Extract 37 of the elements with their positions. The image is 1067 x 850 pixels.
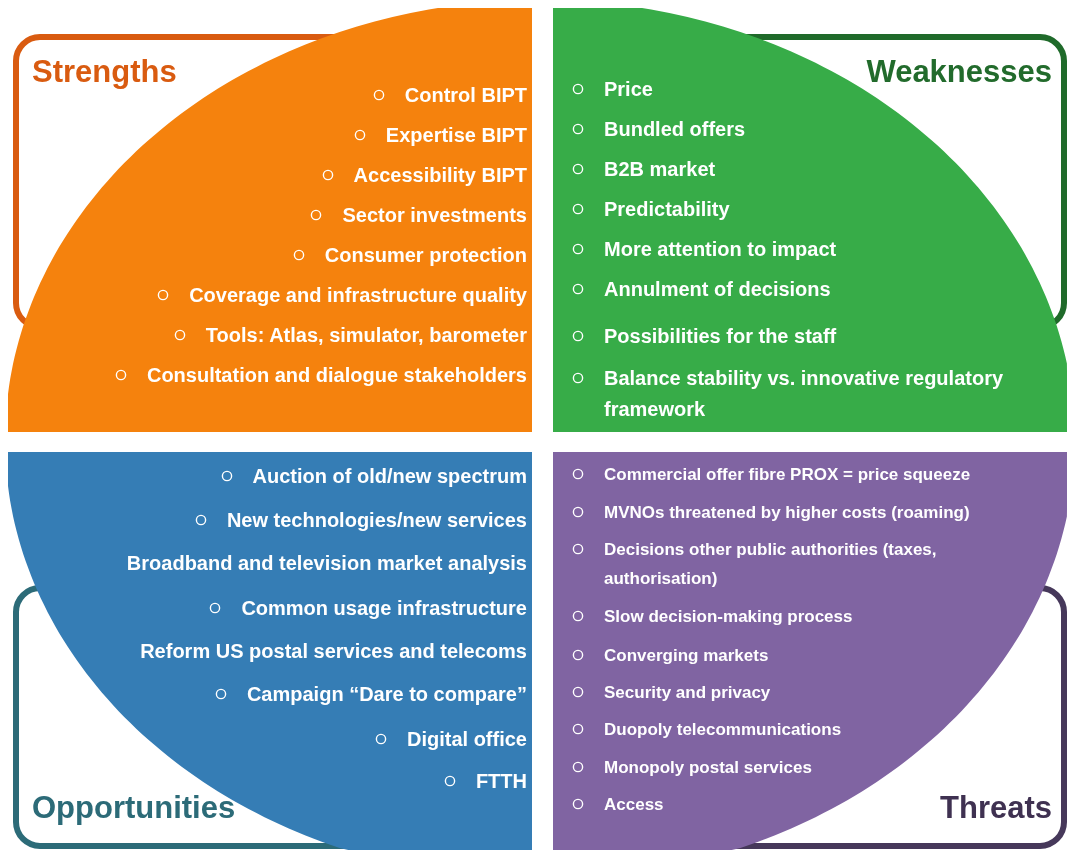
list-item: Consultation and dialogue stakeholders [146, 363, 527, 388]
list-item: Sector investments [342, 203, 527, 228]
list-item: Access [604, 793, 664, 816]
list-item: Balance stability vs. innovative regulatory framework [604, 365, 1005, 422]
list-item: Coverage and infrastructure quality [189, 283, 527, 308]
list-item: Reform US postal services and telecoms [140, 639, 527, 664]
list-item: Decisions other public authorities (taxes, authorisation) [604, 538, 938, 590]
list-item: Broadband and television market analysis [126, 551, 527, 576]
list-item: Possibilities for the staff [604, 323, 837, 349]
quadrant-heading: Strengths [32, 53, 177, 91]
list-item: Control BIPT [404, 83, 527, 108]
list-item: Converging markets [604, 644, 769, 667]
quadrant-heading: Opportunities [32, 789, 236, 827]
list-item: MVNOs threatened by higher costs (roaming) [604, 501, 970, 524]
list-item: Commercial offer fibre PROX = price squeeze [604, 463, 971, 486]
list-item: Price [604, 76, 653, 102]
list-item: FTTH [475, 769, 527, 794]
list-item: Tools: Atlas, simulator, barometer [205, 323, 527, 348]
list-item: Campaign “Dare to compare” [246, 682, 527, 707]
list-item: Bundled offers [604, 116, 746, 142]
list-item: More attention to impact [604, 236, 837, 262]
list-item: Slow decision-making process [604, 605, 853, 628]
list-item: Consumer protection [324, 243, 527, 268]
quadrant-heading: Threats [940, 789, 1052, 827]
list-item: Auction of old/new spectrum [252, 464, 527, 489]
list-item: Predictability [604, 196, 730, 222]
list-item: Monopoly postal services [604, 756, 812, 779]
list-item: B2B market [604, 156, 716, 182]
list-item: New technologies/new services [226, 508, 527, 533]
list-item: Duopoly telecommunications [604, 718, 842, 741]
list-item: Digital office [407, 727, 527, 752]
list-item: Common usage infrastructure [241, 596, 527, 621]
quadrant-heading: Weaknesses [866, 53, 1052, 91]
list-item: Accessibility BIPT [353, 163, 527, 188]
list-item: Security and privacy [604, 681, 771, 704]
list-item: Expertise BIPT [385, 123, 527, 148]
list-item: Annulment of decisions [604, 276, 831, 302]
